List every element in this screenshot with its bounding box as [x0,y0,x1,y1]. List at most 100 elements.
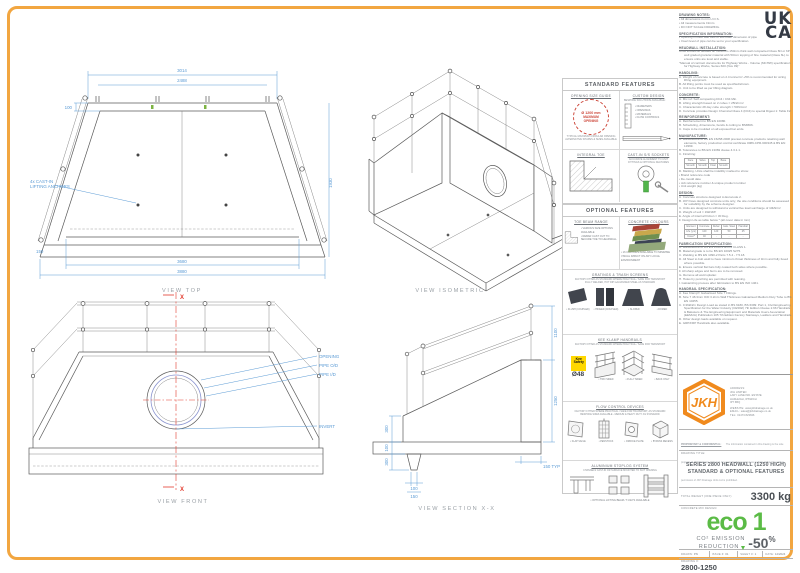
stoplog-ends-sketch [608,475,630,495]
feature-concrete-colours: CONCRETE COLOURS 16 COLOURS AVAILABLE TO… [620,217,677,269]
note-item: E. Angle of internal friction = 30 Deg. [679,214,729,219]
note-item: • Opening in back wall cast to suit oute… [679,35,757,40]
feature-caption: CAST-IN S/S SOCKETS [627,153,670,158]
feature-integral-toe: INTEGRAL TOE [563,150,620,203]
note-item: D. Concrete provides Design Chemical Cla… [679,108,792,113]
note-item: B. Scheduling, dimensions, bends & cutti… [679,122,754,127]
feature-handrails: KEE KLAMP HANDRAILS FACTORY FITTED AS ST… [563,335,677,402]
custom-design-bullet: MATERIALS [635,113,659,117]
flow-label: ORIFICE PLATE [620,440,648,443]
note-item: E. GRP/FRP Handrails also available. [679,321,731,326]
bypass-recess-icon [652,420,669,439]
dim-outer-bottom: 3880 [177,269,187,274]
grating-flush-icon [568,288,587,305]
custom-design-bullet: FLOW CONTROLS [635,116,660,120]
handrail-label: TWO SIDED [592,378,620,381]
view-top-label: VIEW TOP [162,288,202,294]
co2-emission-text: CO² EMISSION [696,536,746,543]
flow-label: BYPASS RECESS [648,440,676,443]
notes-section: FABRICATION SPECIFICATION:A. Manufacture… [679,242,793,286]
notes-section: MANUFACTURE:A. Manufacture to BS EN 1525… [679,134,793,189]
drawing-title: STANDARD & OPTIONAL FEATURES [687,469,785,476]
grating-domed-icon [651,288,671,307]
leader-invert: INVERT [319,424,335,429]
flow-label: PENSTOCK [592,440,620,443]
stoplog-channel-sketch [570,476,594,494]
colours-bullet: 16 COLOURS AVAILABLE TO MINIMISE VISUAL … [621,251,676,262]
flap-valve-icon [567,420,584,438]
eco-logo: eco 1 [706,508,767,536]
note-item: D. All Steel to butt weld to have minimu… [679,257,789,265]
note-item: "Manual of contract documents for Highwa… [679,60,791,69]
grating-sloped-icon [622,289,644,307]
dim-inner-bottom: 3680 [177,259,187,264]
note-item: B. Size 7 48.3mm O/D 3.2mm Wall Thicknes… [679,294,792,303]
toe-beam-section [564,231,578,244]
proprietary-text: The information contained in this drawin… [681,442,784,482]
dim-depth: 1930 [328,178,333,188]
dim-left-a: 300 [384,425,389,433]
note-item: Units should be bedded on minimum 150mm … [679,49,790,61]
flow-label: FLAP VALVE [564,440,592,443]
note-item: A. Mix ref: Self-compacting DC4 / C64 Mi… [679,96,738,101]
telephone: 01473 823636 [737,413,755,417]
issue-number: 01 [725,552,729,556]
mix-design-label: CONCRETE MIX DESIGN: [681,507,718,510]
notes-section: SPECIFICATION INFORMATION:• Opening in b… [679,32,793,44]
max-opening-circle: Ø 1200 mm MAXIMUM OPENING [573,99,609,135]
note-item: C. Unit to be lifted as per lifting diag… [679,86,734,91]
penstock-icon [598,418,610,439]
feature-stoplog: ALUMINIUM STOPLOG SYSTEM CHANNELS CAST-I… [563,461,677,509]
notes-section: HANDLING:A. Weight of concrete is based … [679,71,793,91]
dim-toe-width: 150 [410,494,418,499]
opening-diameter: Ø 1200 mm [581,111,601,115]
leader-lifting-anchors: LIFTING ANCHORS [30,184,70,189]
feature-caption: GRATINGS & TRASH SCREENS [591,273,649,277]
feature-caption: INTEGRAL TOE [577,153,605,158]
note-item: D. Weight of soil = 19kN/M³ [679,210,717,215]
feature-caption: TOE BEAM RANGE [574,220,608,224]
note-item: • Brand reference code [679,172,711,177]
leader-lifting-anchors: 4x CAST-IN [30,179,53,184]
dim-wall-height: 1250 [553,396,558,406]
note-item: D. Marking. Units shall be indelibly mar… [679,168,749,173]
note-item: C. Welding to BS EN 1090-2 Parts 7.5.4 -… [679,253,746,258]
tube-diameter: Ø48 [571,371,585,379]
note-item: C. Units are designed to withstand a ver… [679,206,781,211]
view-section-label: VIEW SECTION X-X [418,506,495,512]
total-weight-value: 3300 kg [750,490,791,503]
green-marker [151,105,154,109]
note-item: B. Tolerances to BS EN 13369 clause 4.3.… [679,148,741,153]
notes-section-heading: HANDRAIL SPECIFICATION: [679,287,727,292]
notes-section: REINFORCEMENT:A. Reinforcement to BS EN … [679,115,793,131]
note-item: H. Holes by punching are permitted with … [679,276,746,281]
note-item: B. JKH have designed concrete units only… [679,198,790,207]
orifice-plate-icon [624,421,639,438]
note-item: A. Reinforcement to BS EN 10080. [679,118,727,123]
grating-label: SLOPED [620,308,648,311]
note-item: A. Kee Klamp® Galvanised Size 7 Fittings… [679,290,737,295]
note-item: A. Manufacture to BS EN 1090-2 EXC2 CLAS… [679,245,747,250]
dim-outer-top: 3014 [177,68,187,73]
section-marker-bottom: X [180,487,184,493]
colour-swatches [621,223,676,253]
grating-label: FLUSH (COUPLED) [564,308,592,311]
leader-pipe-id: PIPE I/D [319,372,336,377]
dim-key-width: 100 [410,486,418,491]
view-front-label: VIEW FRONT [157,499,208,505]
notes-section-heading: REINFORCEMENT: [679,115,711,120]
note-item: • DO NOT SCALE DRAWING. [679,24,720,29]
note-item: • All measurements ±2mm [679,20,715,25]
drawing-number-label: DRAWING #: [681,560,699,563]
stoplog-wall-sketch [643,474,669,498]
ukca-mark: UK CA [763,9,792,42]
address-label: ADDRESS: [730,387,746,390]
toe-beam-bullet: VARIOUS SIZE OPTIONS AVAILABLE [581,227,618,235]
email: sales@jkhdrainage.co.uk [740,410,771,413]
feature-custom-design: CUSTOM DESIGN BESPOKE SOLUTIONS AVAILABL… [620,91,677,151]
website: www.jkhdrainage.co.uk [745,406,773,410]
note-item: • De-mould date [679,176,701,181]
